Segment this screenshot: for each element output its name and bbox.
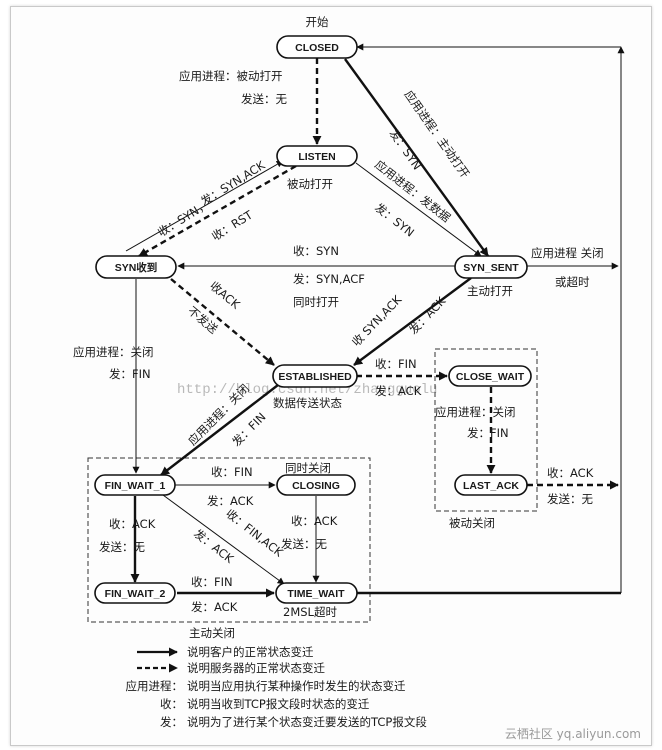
label-data-transfer: 数据传送状态 xyxy=(273,396,342,410)
state-last-ack: LAST_ACK xyxy=(454,474,528,496)
state-syn-sent: SYN_SENT xyxy=(454,255,528,279)
legend-recv-key: 收： xyxy=(160,697,183,711)
state-close-wait-label: CLOSE_WAIT xyxy=(456,371,525,383)
label-simul-recv: 收：SYN xyxy=(293,244,339,258)
label-send-fin-1: 发：FIN xyxy=(109,367,151,381)
label-send-fin-2: 发：FIN xyxy=(229,410,268,449)
label-send-ack-2: 发：ACK xyxy=(375,384,422,398)
state-closed: CLOSED xyxy=(276,35,358,59)
label-active-close: 主动关闭 xyxy=(189,626,235,640)
label-active-open: 主动打开 xyxy=(467,284,513,298)
state-fin-wait-2: FIN_WAIT_2 xyxy=(94,582,176,604)
label-recv-fin-3: 收：FIN xyxy=(191,575,233,589)
label-send-fin-3: 发：FIN xyxy=(467,426,509,440)
edge-est-finwait1 xyxy=(160,384,279,476)
label-no-send: 不发送 xyxy=(185,304,221,337)
label-app-close-timeout-a: 应用进程 关闭 xyxy=(531,246,604,260)
legend-server-text: 说明服务器的正常状态变迁 xyxy=(187,661,325,675)
label-passive-close: 被动关闭 xyxy=(449,516,495,530)
label-app-close-3: 应用进程：关闭 xyxy=(435,405,516,419)
state-closing-label: CLOSING xyxy=(292,480,340,492)
site-logo: 云栖社区 yq.aliyun.com xyxy=(505,726,641,741)
legend-client-text: 说明客户的正常状态变迁 xyxy=(187,645,314,659)
edge-synrcvd-est xyxy=(170,278,275,366)
label-recv-fin-1: 收：FIN xyxy=(375,357,417,371)
label-recv-ack-2: 收：ACK xyxy=(291,514,338,528)
label-recv-ack: 收ACK xyxy=(207,279,243,312)
edge-synrcvd-listen xyxy=(125,160,284,252)
start-label: 开始 xyxy=(306,15,329,29)
legend-send-key: 发： xyxy=(160,715,183,729)
label-app-passive-open: 应用进程：被动打开 xyxy=(179,69,283,83)
label-simul-send: 发：SYN,ACF xyxy=(293,272,365,286)
state-established-label: ESTABLISHED xyxy=(278,371,352,383)
label-recv-fin-2: 收：FIN xyxy=(211,465,253,479)
state-fin-wait-1: FIN_WAIT_1 xyxy=(94,474,176,496)
diagram-frame: http://blog.csdn.net/zhangguolu CLOSED xyxy=(10,6,652,746)
state-close-wait: CLOSE_WAIT xyxy=(448,365,532,387)
edge-synsent-est xyxy=(353,277,472,366)
label-app-close-1: 应用进程：关闭 xyxy=(73,345,154,359)
legend-recv-desc: 说明当收到TCP报文段时状态的变迁 xyxy=(187,697,370,711)
label-send-ack-4: 发：ACK xyxy=(191,600,238,614)
label-recv-ack-3: 收：ACK xyxy=(547,466,594,480)
state-listen: LISTEN xyxy=(276,145,358,167)
active-close-group xyxy=(87,457,371,623)
label-recv-synack: 收 SYN,ACK xyxy=(349,292,405,349)
label-simul-close: 同时关闭 xyxy=(285,461,331,475)
label-send-ack-3: 发：ACK xyxy=(207,494,254,508)
label-recv-ack-1: 收：ACK xyxy=(109,517,156,531)
passive-close-group xyxy=(434,348,538,512)
label-send-none-1: 发送：无 xyxy=(241,92,287,106)
label-simul-open: 同时打开 xyxy=(293,295,339,309)
state-last-ack-label: LAST_ACK xyxy=(463,480,519,492)
edge-listen-synrcvd xyxy=(138,164,297,258)
label-send-ack-1: 发：ACK xyxy=(406,294,449,337)
label-send-none-2: 发送：无 xyxy=(99,540,145,554)
state-fin-wait-2-label: FIN_WAIT_2 xyxy=(105,588,166,600)
legend-app-key: 应用进程： xyxy=(126,679,184,693)
watermark-text: http://blog.csdn.net/zhangguolu xyxy=(177,382,437,398)
state-established: ESTABLISHED xyxy=(272,364,358,388)
state-syn-rcvd: SYN收到 xyxy=(95,255,177,279)
label-send-syn-2: 发：SYN xyxy=(372,200,417,239)
state-time-wait-label: TIME_WAIT xyxy=(287,588,345,600)
state-closed-label: CLOSED xyxy=(295,42,339,54)
legend-app-desc: 说明当应用执行某种操作时发生的状态变迁 xyxy=(187,679,406,693)
edge-finwait1-timewait xyxy=(162,494,285,585)
label-send-none-3: 发送：无 xyxy=(281,537,327,551)
state-syn-sent-label: SYN_SENT xyxy=(463,262,519,274)
label-2msl: 2MSL超时 xyxy=(283,605,337,619)
state-closing: CLOSING xyxy=(276,474,356,496)
state-time-wait: TIME_WAIT xyxy=(275,582,358,604)
tcp-state-diagram: http://blog.csdn.net/zhangguolu CLOSED xyxy=(73,15,641,741)
state-listen-label: LISTEN xyxy=(298,151,335,163)
edge-listen-synsent xyxy=(355,162,482,257)
legend-send-desc: 说明为了进行某个状态变迁要发送的TCP报文段 xyxy=(187,715,427,729)
state-fin-wait-1-label: FIN_WAIT_1 xyxy=(105,480,166,492)
state-syn-rcvd-label: SYN收到 xyxy=(115,261,158,274)
edge-closed-synsent xyxy=(344,58,489,257)
label-passive-open: 被动打开 xyxy=(287,177,333,191)
label-app-close-timeout-b: 或超时 xyxy=(555,275,590,289)
label-send-none-4: 发送：无 xyxy=(547,492,593,506)
